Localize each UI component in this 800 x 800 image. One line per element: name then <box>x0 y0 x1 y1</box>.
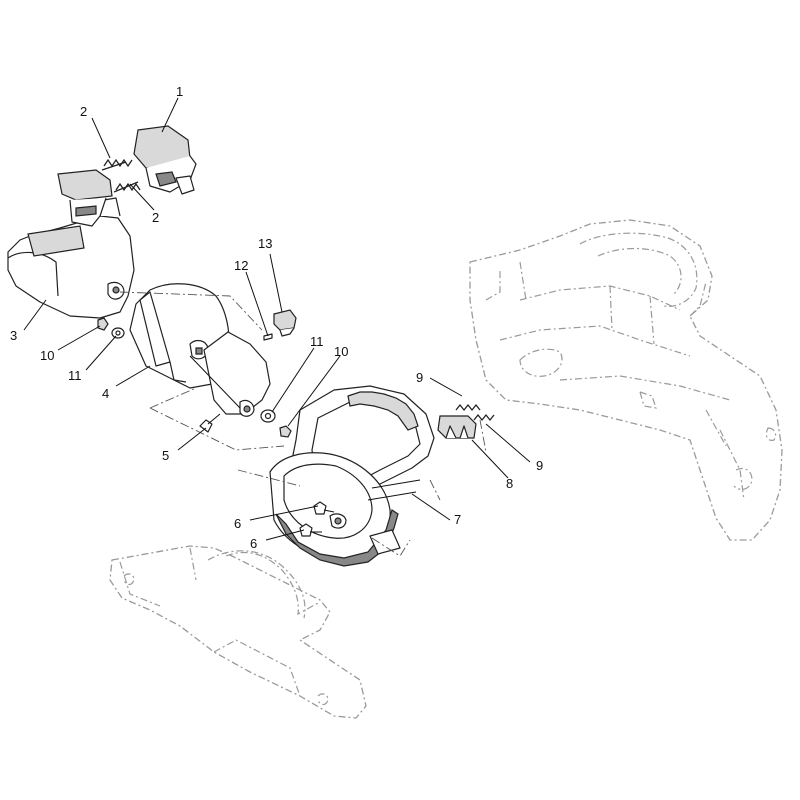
screw-part-6-upper <box>313 501 335 515</box>
callout-12: 12 <box>234 258 248 273</box>
callout-11a: 11 <box>68 368 82 383</box>
callout-labels: 1 2 2 3 4 5 6 6 7 8 9 9 10 10 11 11 12 1… <box>10 84 543 551</box>
callout-10b: 10 <box>334 344 348 359</box>
chute-housing <box>189 331 271 417</box>
callout-6a: 6 <box>234 516 241 531</box>
spring-part-2-upper <box>101 158 133 171</box>
spring-part-9-lower <box>473 413 495 422</box>
callout-9a: 9 <box>416 370 423 385</box>
spring-part-9-upper <box>455 403 481 412</box>
deflector-part-4 <box>129 283 231 389</box>
mount-bracket-outline <box>109 545 367 719</box>
callout-2a: 2 <box>80 104 87 119</box>
deflector-handle <box>57 169 113 227</box>
rotator-part-7 <box>269 385 435 567</box>
nut-part-10-left <box>97 317 109 331</box>
washer-part-11-left <box>111 327 125 339</box>
callout-6b: 6 <box>250 536 257 551</box>
nut-part-10-right <box>279 425 292 438</box>
clip-part-1 <box>133 125 197 195</box>
pin-part-12 <box>263 333 273 341</box>
housing-assembly-outline <box>469 219 783 541</box>
callout-2b: 2 <box>152 210 159 225</box>
callout-11b: 11 <box>310 334 324 349</box>
assembly-guide-lines <box>119 291 487 557</box>
bolt-part-5 <box>199 413 221 433</box>
leader-lines <box>23 97 531 541</box>
washer-part-11-right <box>260 409 276 423</box>
callout-10a: 10 <box>40 348 54 363</box>
screw-part-6-lower <box>299 523 322 537</box>
callout-13: 13 <box>258 236 272 251</box>
callout-5: 5 <box>162 448 169 463</box>
callout-8: 8 <box>506 476 513 491</box>
callout-9b: 9 <box>536 458 543 473</box>
callout-3: 3 <box>10 328 17 343</box>
spring-part-2-lower <box>113 181 141 193</box>
callout-1: 1 <box>176 84 183 99</box>
knob-part-13 <box>273 309 297 337</box>
callout-7: 7 <box>454 512 461 527</box>
callout-4: 4 <box>102 386 109 401</box>
latch-part-8 <box>437 415 477 439</box>
